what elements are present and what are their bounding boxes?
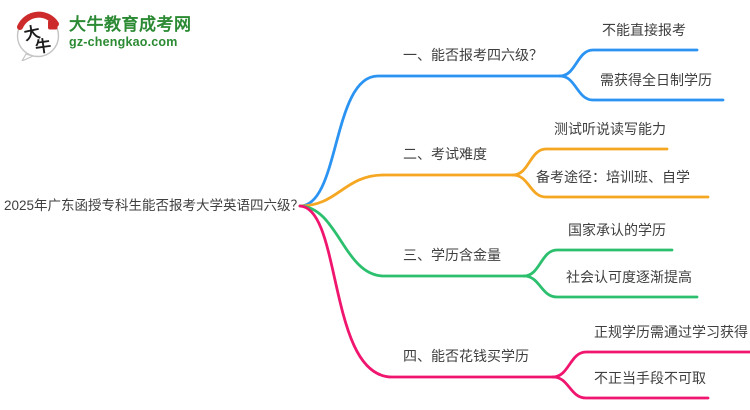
child-node-1-1[interactable]: 不能直接报考: [602, 22, 686, 38]
branch-4-line: [298, 204, 555, 379]
branch-node-2[interactable]: 二、考试难度: [403, 146, 487, 162]
branch-2-line: [298, 173, 515, 208]
child-node-1-2[interactable]: 需获得全日制学历: [600, 72, 712, 88]
branch-2-child-1-line: [511, 147, 669, 177]
logo-mark-icon: 大 牛: [16, 11, 60, 61]
logo-title: 大牛教育成考网: [69, 15, 192, 34]
branch-node-3[interactable]: 三、学历含金量: [403, 247, 501, 263]
branch-2-child-2-line: [511, 173, 710, 199]
branch-3-line: [298, 204, 526, 278]
child-node-3-1[interactable]: 国家承认的学历: [568, 222, 666, 238]
child-node-3-2[interactable]: 社会认可度逐渐提高: [566, 269, 692, 285]
child-node-2-1[interactable]: 测试听说读写能力: [554, 121, 666, 137]
logo-mark-char-top: 大: [22, 22, 42, 44]
branch-1-child-2-line: [558, 74, 725, 102]
branch-3-child-2-line: [522, 274, 699, 299]
logo-subtitle: gz-chengkao.com: [69, 35, 178, 49]
branch-1-line: [298, 74, 562, 208]
child-node-4-1[interactable]: 正规学历需通过学习获得: [594, 324, 748, 340]
logo-mark-char-bottom: 牛: [34, 36, 53, 57]
branch-1-child-1-line: [558, 48, 699, 78]
root-node[interactable]: 2025年广东函授专科生能否报考大学英语四六级？: [4, 198, 305, 213]
branch-4-child-2-line: [551, 375, 710, 400]
child-node-4-2[interactable]: 不正当手段不可取: [594, 370, 706, 386]
branch-node-1[interactable]: 一、能否报考四六级？: [403, 47, 543, 63]
branch-node-4[interactable]: 四、能否花钱买学历: [403, 348, 529, 364]
branch-4-child-1-line: [551, 350, 750, 379]
branch-3-child-1-line: [522, 248, 674, 278]
site-logo-link[interactable]: 大 牛 大牛教育成考网 gz-chengkao.com: [12, 9, 192, 61]
child-node-2-2[interactable]: 备考途径：培训班、自学: [536, 169, 690, 185]
